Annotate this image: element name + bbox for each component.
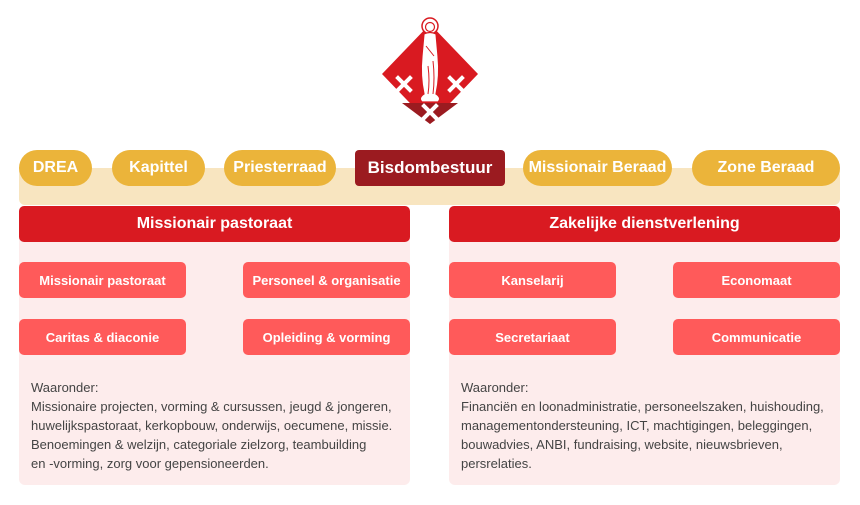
- body-drea[interactable]: DREA: [19, 150, 92, 186]
- diocese-logo: [380, 16, 480, 132]
- unit-communicatie[interactable]: Communicatie: [673, 319, 840, 355]
- column-panel: Missionair pastoraat Personeel & organis…: [19, 236, 410, 485]
- unit-personeel-organisatie[interactable]: Personeel & organisatie: [243, 262, 410, 298]
- body-bisdombestuur[interactable]: Bisdombestuur: [355, 150, 505, 186]
- description-line: Waaronder:: [31, 380, 99, 395]
- unit-economaat[interactable]: Economaat: [673, 262, 840, 298]
- description-line: Waaronder:: [461, 380, 529, 395]
- body-zone-beraad[interactable]: Zone Beraad: [692, 150, 840, 186]
- description-line: Missionaire projecten, vorming & cursuss…: [31, 399, 392, 414]
- column-description: Waaronder: Financiën en loonadministrati…: [461, 378, 824, 473]
- description-line: Financiën en loonadministratie, personee…: [461, 399, 824, 414]
- unit-caritas-diaconie[interactable]: Caritas & diaconie: [19, 319, 186, 355]
- column-zakelijke-dienstverlening: Zakelijke dienstverlening Kanselarij Eco…: [449, 206, 840, 485]
- unit-opleiding-vorming[interactable]: Opleiding & vorming: [243, 319, 410, 355]
- description-line: persrelaties.: [461, 456, 532, 471]
- body-priesterraad[interactable]: Priesterraad: [224, 150, 336, 186]
- column-description: Waaronder: Missionaire projecten, vormin…: [31, 378, 392, 473]
- column-title[interactable]: Zakelijke dienstverlening: [449, 206, 840, 242]
- column-title[interactable]: Missionair pastoraat: [19, 206, 410, 242]
- column-missionair-pastoraat: Missionair pastoraat Missionair pastoraa…: [19, 206, 410, 485]
- body-kapittel[interactable]: Kapittel: [112, 150, 205, 186]
- description-line: bouwadvies, ANBI, fundraising, website, …: [461, 437, 783, 452]
- unit-missionair-pastoraat[interactable]: Missionair pastoraat: [19, 262, 186, 298]
- column-panel: Kanselarij Economaat Secretariaat Commun…: [449, 236, 840, 485]
- unit-secretariaat[interactable]: Secretariaat: [449, 319, 616, 355]
- unit-kanselarij[interactable]: Kanselarij: [449, 262, 616, 298]
- description-line: managementondersteuning, ICT, machtiging…: [461, 418, 813, 433]
- body-missionair-beraad[interactable]: Missionair Beraad: [523, 150, 672, 186]
- description-line: Benoemingen & welzijn, categoriale zielz…: [31, 437, 367, 452]
- description-line: huwelijkspastoraat, kerkopbouw, onderwij…: [31, 418, 393, 433]
- description-line: en -vorming, zorg voor gepensioneerden.: [31, 456, 269, 471]
